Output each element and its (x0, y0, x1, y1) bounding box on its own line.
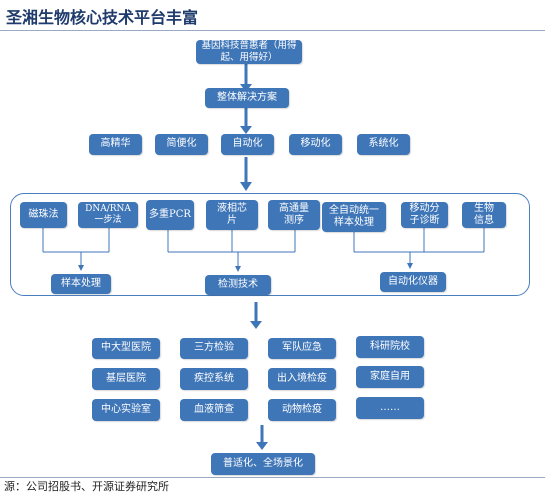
method-box: 生物 信息 (462, 202, 506, 228)
method-box: DNA/RNA 一步法 (78, 202, 138, 228)
method-box: 移动分 子诊断 (401, 202, 448, 228)
group-box: 检测技术 (205, 275, 271, 295)
solution-box: 整体解决方案 (205, 88, 289, 108)
application-box: …… (356, 397, 424, 419)
group-box: 自动化仪器 (380, 272, 446, 292)
application-box: 家庭自用 (356, 366, 424, 388)
application-box: 动物检疫 (268, 399, 336, 421)
source-rule (0, 477, 545, 478)
page-title: 圣湘生物核心技术平台丰富 (6, 8, 199, 27)
method-box: 液相芯 片 (206, 200, 258, 230)
application-box: 基层医院 (92, 368, 160, 390)
application-box: 中心实验室 (92, 399, 160, 421)
application-box: 军队应急 (268, 338, 336, 359)
application-box: 三方检验 (180, 338, 248, 359)
trait-box: 系统化 (357, 134, 410, 155)
trait-box: 简便化 (155, 134, 208, 155)
source-note: 源：公司招股书、开源证券研究所 (4, 480, 169, 493)
title-rule (0, 30, 545, 31)
technology-frame (10, 193, 530, 296)
application-box: 疾控系统 (180, 368, 248, 390)
method-box: 磁珠法 (20, 202, 67, 228)
trait-box: 自动化 (221, 134, 274, 155)
bottom-box: 普适化、全场景化 (211, 453, 315, 475)
trait-box: 高精华 (89, 134, 142, 155)
method-box: 高通量 测序 (268, 200, 320, 230)
trait-box: 移动化 (289, 134, 342, 155)
application-box: 中大型医院 (92, 338, 160, 359)
application-box: 血液筛查 (180, 399, 248, 421)
method-box: 多重PCR (146, 200, 194, 230)
method-box: 全自动统一 样本处理 (322, 202, 386, 232)
application-box: 科研院校 (356, 336, 424, 358)
top-box: 基因科技普惠者（用得起、用得好） (196, 40, 302, 64)
group-box: 样本处理 (51, 274, 111, 294)
application-box: 出入境检疫 (268, 368, 336, 390)
